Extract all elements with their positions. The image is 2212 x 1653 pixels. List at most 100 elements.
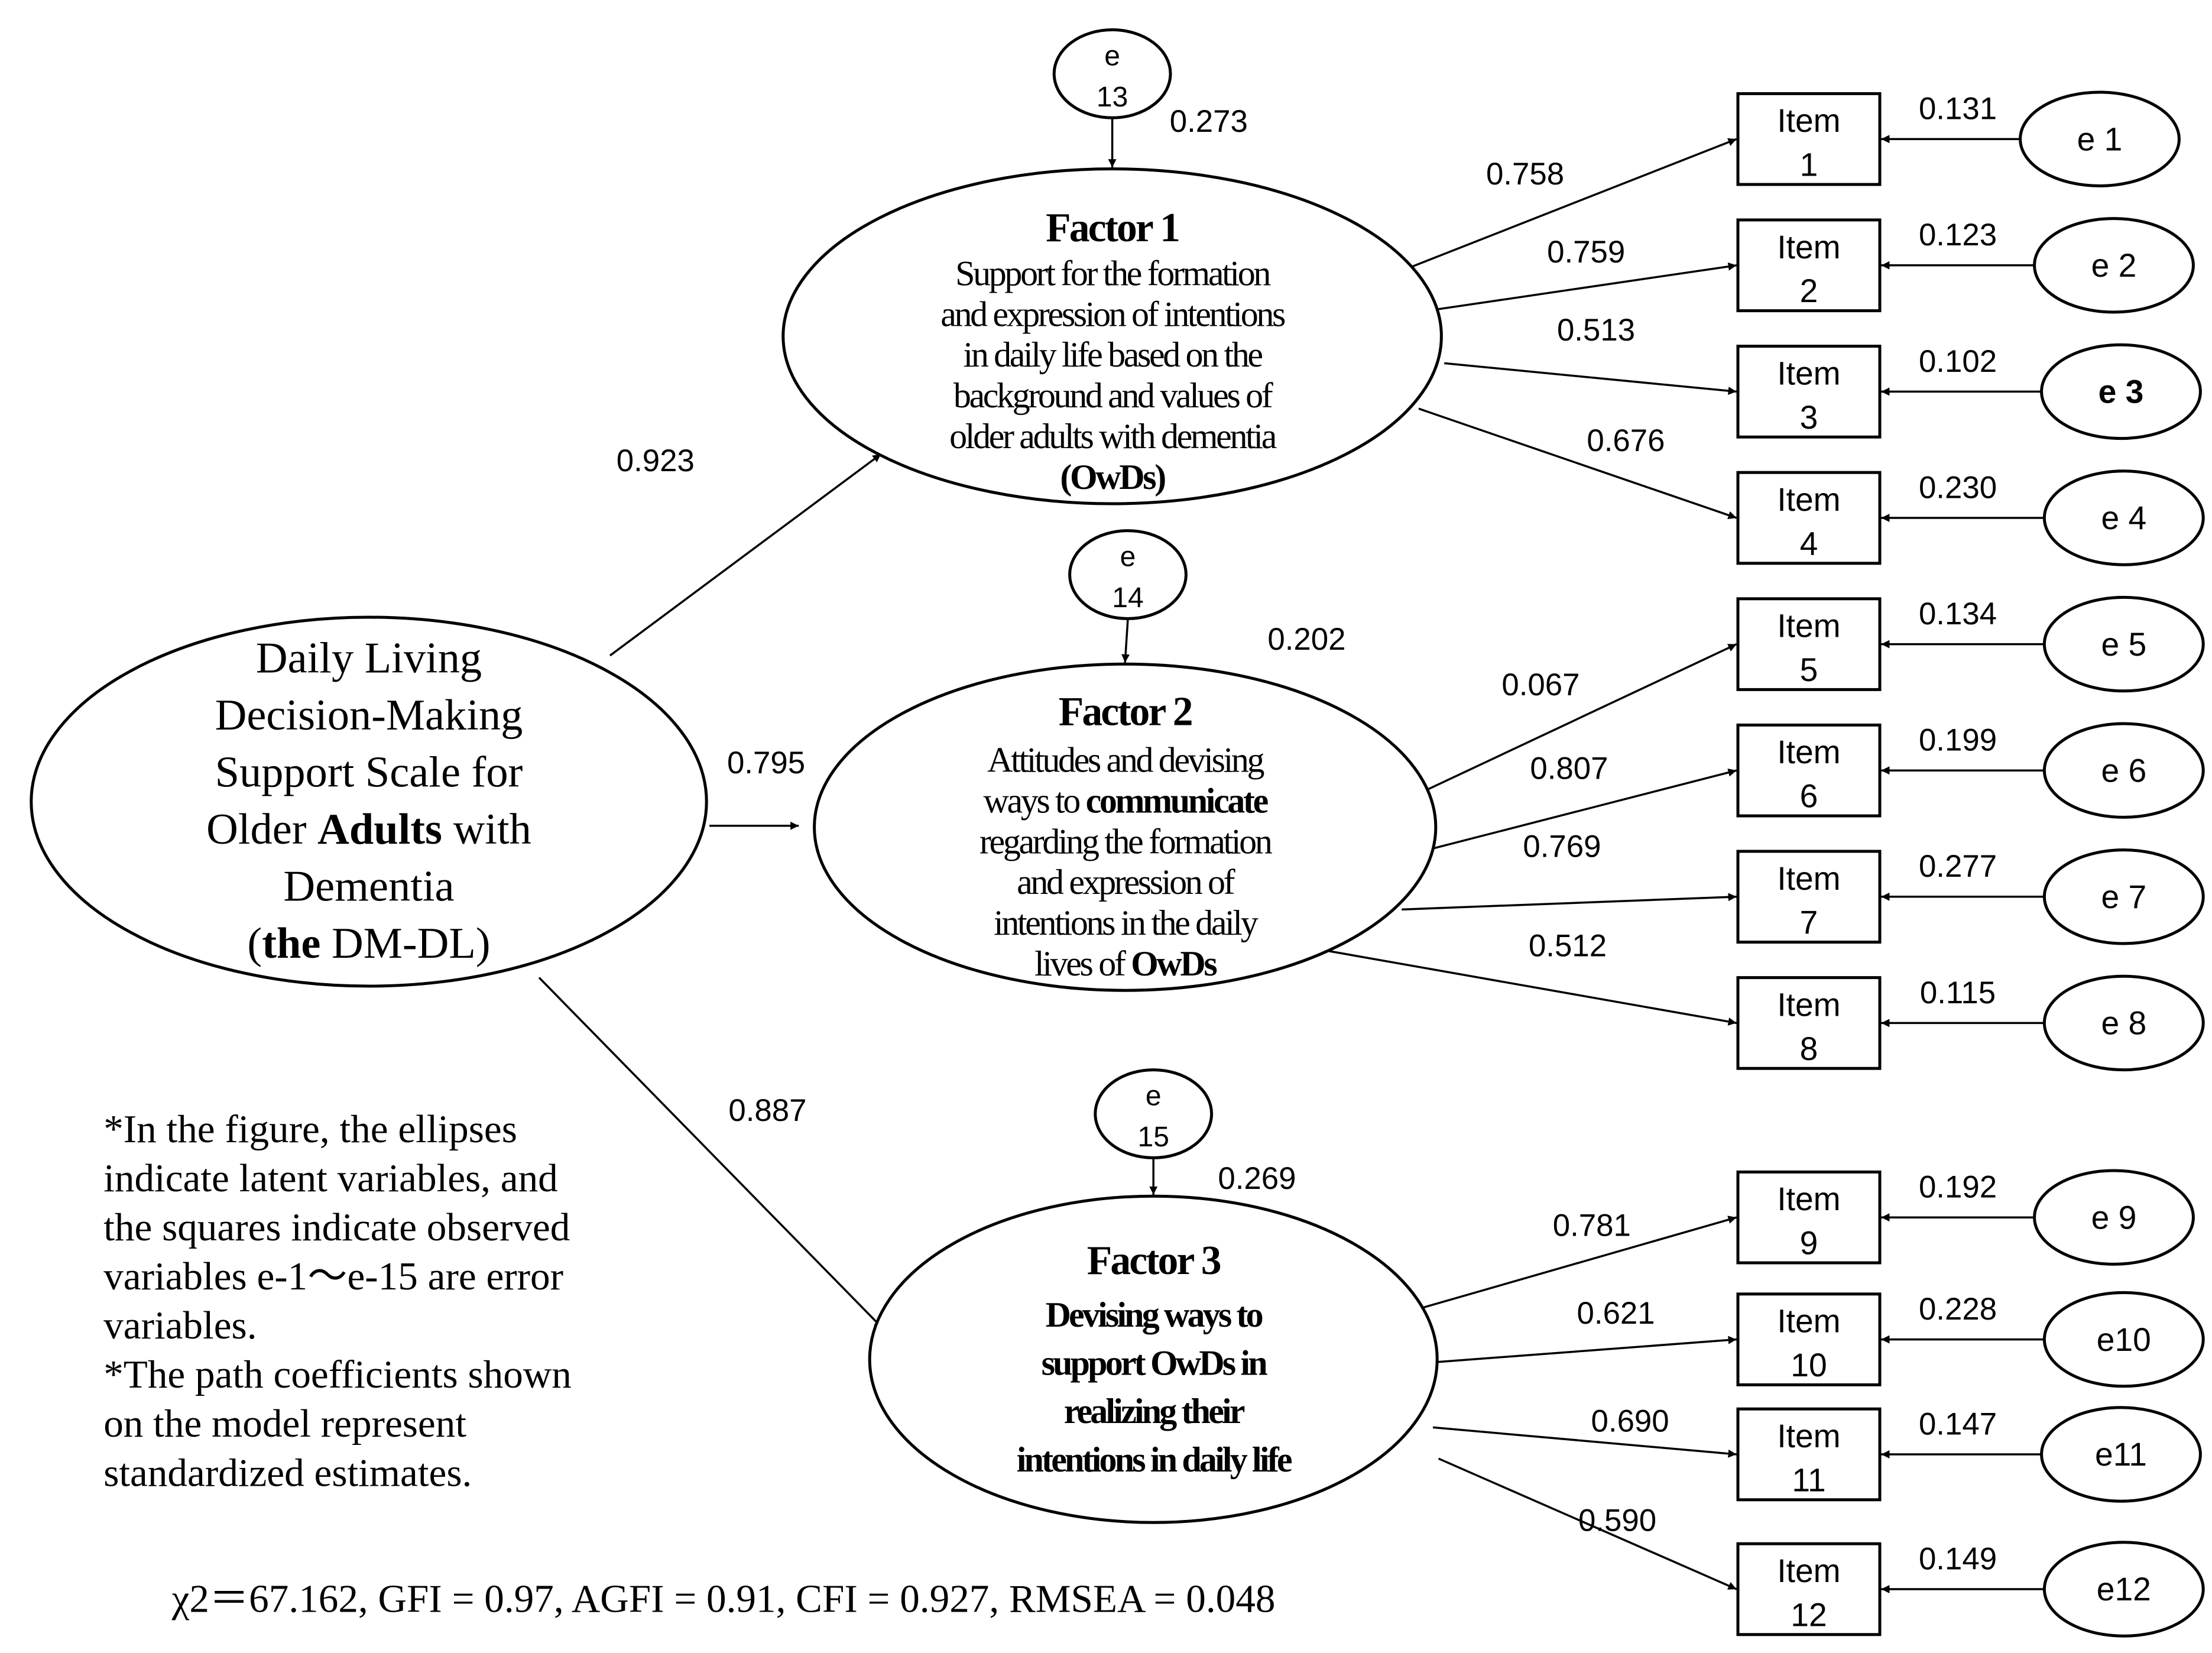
item-11-error-coefficient: 0.147 xyxy=(1919,1406,1997,1441)
arrows-layer xyxy=(538,118,2045,1593)
factor-3-error-circle xyxy=(1094,1068,1214,1159)
item-3-box xyxy=(1736,345,1882,439)
text-run: Support for the formation xyxy=(955,254,1271,293)
item-2-box xyxy=(1736,218,1882,313)
factor-3-title: Factor 3 xyxy=(1087,1238,1221,1283)
item-8-error-coefficient: 0.115 xyxy=(1920,975,1996,1010)
item-10-error-ellipse xyxy=(2042,1291,2205,1388)
text-run: Daily Living xyxy=(256,634,482,683)
loading-arrow-item-5 xyxy=(1425,643,1737,792)
note-line: variables e-1〜e-15 are error xyxy=(103,1254,563,1298)
item-4-error-coefficient: 0.230 xyxy=(1919,470,1997,505)
item-1-loading: 0.758 xyxy=(1486,157,1564,192)
factor-1-description-line: in daily life based on the xyxy=(964,335,1263,374)
item-box-number: 10 xyxy=(1791,1347,1827,1383)
item-box-label: Item xyxy=(1777,102,1840,139)
text-run: (OwDs) xyxy=(1060,458,1165,497)
text-run: Support Scale for xyxy=(215,748,523,797)
item-2-loading: 0.759 xyxy=(1547,235,1625,270)
factor-2-error-label: e xyxy=(1120,542,1136,573)
item-box-number: 7 xyxy=(1800,904,1818,941)
factor-1-description-line: (OwDs) xyxy=(1060,458,1165,497)
item-1-error-ellipse xyxy=(2019,90,2181,187)
item-box-label: Item xyxy=(1777,481,1840,518)
item-1-error-coefficient: 0.131 xyxy=(1919,92,1997,127)
item-12-error-coefficient: 0.149 xyxy=(1919,1541,1997,1576)
text-run: lives of xyxy=(1034,944,1131,983)
item-box-number: 5 xyxy=(1800,652,1818,688)
item-8-error-ellipse xyxy=(2042,974,2205,1072)
item-box-number: 1 xyxy=(1800,147,1818,183)
factor-2-path-coefficient: 0.795 xyxy=(727,746,805,780)
factor-1-error-circle xyxy=(1052,28,1172,119)
text-run: communicate xyxy=(1086,781,1269,820)
item-8-loading: 0.512 xyxy=(1529,929,1607,964)
item-3-error-label: e 3 xyxy=(2099,374,2144,410)
factor-1-description-line: and expression of intentions xyxy=(940,294,1285,333)
text-run: and expression of xyxy=(1017,863,1235,902)
text-run: background and values of xyxy=(953,376,1273,415)
text-run: in daily life based on the xyxy=(964,335,1263,374)
item-5-error-label: e 5 xyxy=(2101,626,2146,663)
text-run: realizing their xyxy=(1064,1392,1245,1431)
text-run: older adults with dementia xyxy=(949,417,1277,456)
loading-arrow-item-7 xyxy=(1402,893,1737,911)
item-box-number: 8 xyxy=(1800,1030,1818,1067)
model-fit-statistics: χ2＝67.162, GFI = 0.97, AGFI = 0.91, CFI … xyxy=(171,1576,1276,1620)
note-line: *The path coefficients shown xyxy=(103,1352,572,1396)
item-1-box xyxy=(1736,92,1882,186)
item-9-error-coefficient: 0.192 xyxy=(1919,1170,1997,1205)
text-run: Attitudes and devising xyxy=(987,741,1264,780)
item-box-label: Item xyxy=(1777,1552,1840,1589)
item-4-loading: 0.676 xyxy=(1587,423,1665,458)
factor-2-description-line: and expression of xyxy=(1017,863,1235,902)
factor-2-title: Factor 2 xyxy=(1059,689,1192,734)
item-2-error-label: e 2 xyxy=(2091,247,2137,284)
text-run: intentions in the daily xyxy=(994,903,1259,942)
text-run: Devising ways to xyxy=(1046,1295,1263,1334)
item-5-error-ellipse xyxy=(2042,595,2205,693)
item-box-label: Item xyxy=(1777,734,1840,770)
main-scale-label-line: Support Scale for xyxy=(215,748,523,797)
loading-arrow-item-12 xyxy=(1438,1457,1737,1590)
item-box-label: Item xyxy=(1777,229,1840,265)
item-box-label: Item xyxy=(1777,860,1840,897)
text-run: DM-DL) xyxy=(320,919,490,968)
factor-1-error-coefficient: 0.273 xyxy=(1170,104,1248,139)
text-run: Adults xyxy=(317,805,442,854)
text-run: support OwDs in xyxy=(1042,1344,1268,1383)
factor-2-error-number: 14 xyxy=(1112,582,1143,614)
factor-3-error-label: e xyxy=(1146,1081,1162,1112)
factor-2-description-line: ways to communicate xyxy=(983,781,1268,820)
item-9-error-label: e 9 xyxy=(2091,1199,2137,1236)
factor-2-ellipse xyxy=(813,662,1438,992)
loading-arrow-item-4 xyxy=(1418,407,1737,520)
item-9-error-ellipse xyxy=(2033,1169,2195,1266)
factor-1-description-line: background and values of xyxy=(953,376,1273,415)
factor-3-description-line: intentions in daily life xyxy=(1017,1440,1292,1479)
item-box-number: 9 xyxy=(1800,1225,1818,1262)
factor-1-error-label: e xyxy=(1104,40,1120,72)
item-11-loading: 0.690 xyxy=(1591,1404,1669,1439)
item-12-box xyxy=(1736,1542,1882,1636)
item-3-loading: 0.513 xyxy=(1557,313,1635,348)
item-3-error-ellipse xyxy=(2040,343,2202,440)
text-run: the xyxy=(262,919,320,968)
path-main-to-factor-1 xyxy=(609,453,882,657)
factor-2-description-line: regarding the formation xyxy=(979,822,1273,861)
item-box-label: Item xyxy=(1777,355,1840,391)
item-7-error-coefficient: 0.277 xyxy=(1919,849,1997,884)
item-5-error-coefficient: 0.134 xyxy=(1919,597,1997,631)
item-9-box xyxy=(1736,1170,1882,1265)
text-run: intentions in daily life xyxy=(1017,1440,1292,1479)
item-box-label: Item xyxy=(1777,1418,1840,1454)
factor-1-description-line: Support for the formation xyxy=(955,254,1271,293)
item-2-error-ellipse xyxy=(2033,217,2195,314)
factor-3-path-coefficient: 0.887 xyxy=(728,1093,806,1128)
main-scale-label-line: Daily Living xyxy=(256,634,482,683)
item-box-label: Item xyxy=(1777,1303,1840,1340)
item-6-error-ellipse xyxy=(2042,722,2205,819)
factor-2-error-coefficient: 0.202 xyxy=(1267,622,1345,657)
factor-3-description-line: support OwDs in xyxy=(1042,1344,1268,1383)
